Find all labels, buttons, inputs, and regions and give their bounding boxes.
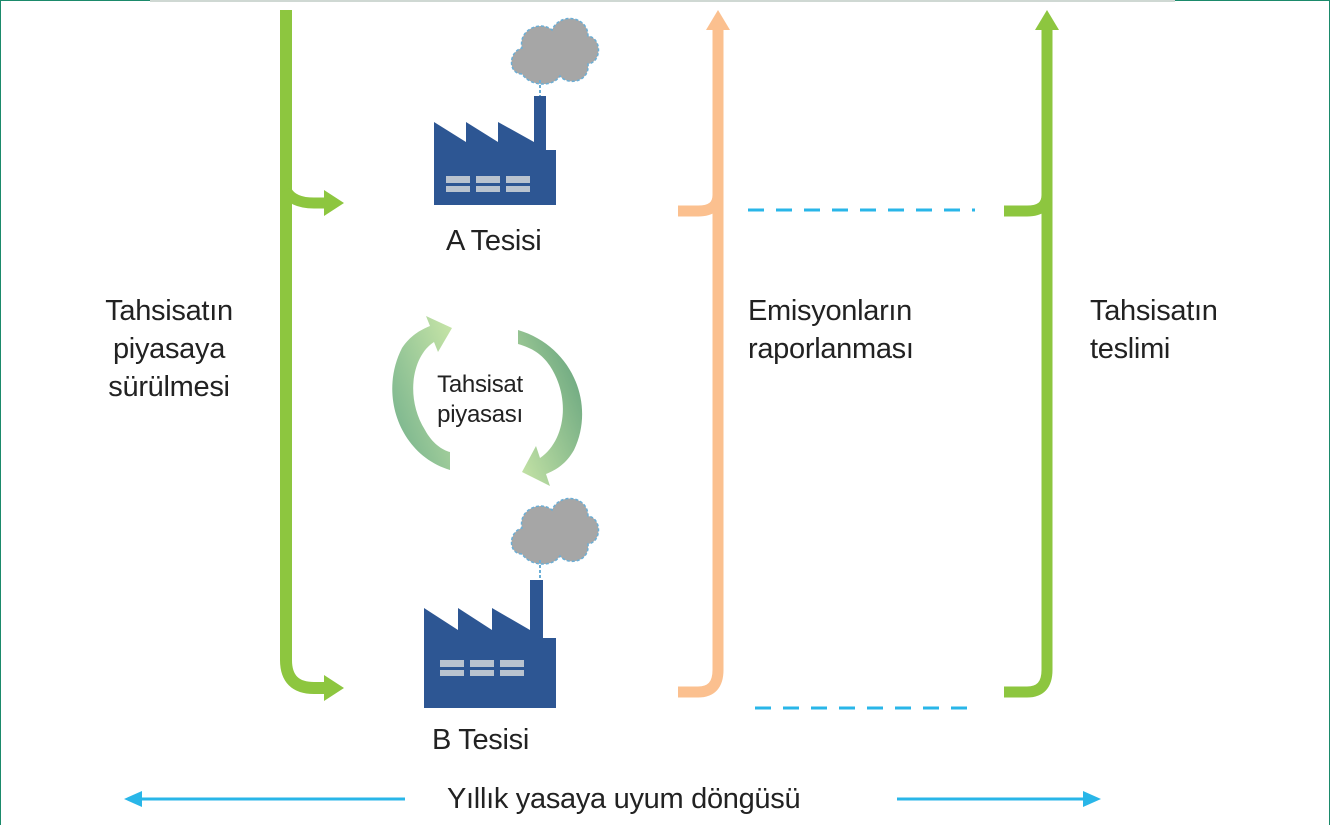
cycle-arrows-icon bbox=[392, 316, 583, 486]
facility-b-label: B Tesisi bbox=[432, 724, 529, 756]
right-arrow-icon bbox=[1083, 791, 1101, 807]
factory-a-icon bbox=[434, 17, 600, 205]
smoke-cloud-icon bbox=[510, 497, 600, 565]
emissions-up-arrow bbox=[706, 10, 730, 30]
facility-a-label: A Tesisi bbox=[446, 225, 542, 257]
arrow-to-facility-a bbox=[324, 190, 344, 216]
emissions-bracket bbox=[678, 10, 730, 698]
smoke-cloud-icon bbox=[510, 17, 600, 85]
emissions-reporting-label: Emisyonların raporlanması bbox=[748, 295, 914, 365]
allocation-bracket bbox=[280, 10, 344, 701]
annual-cycle-arrows bbox=[124, 791, 1101, 807]
allocation-surrender-label: Tahsisatın teslimi bbox=[1090, 295, 1218, 365]
allocation-issue-label: Tahsisatın piyasaya sürülmesi bbox=[105, 295, 233, 403]
left-arrow-icon bbox=[124, 791, 142, 807]
factory-b-icon bbox=[424, 497, 600, 708]
market-label: Tahsisat piyasası bbox=[437, 371, 523, 428]
arrow-to-facility-b bbox=[324, 675, 344, 701]
surrender-bracket bbox=[1004, 10, 1059, 698]
annual-cycle-label: Yıllık yasaya uyum döngüsü bbox=[447, 783, 801, 815]
surrender-up-arrow bbox=[1035, 10, 1059, 30]
